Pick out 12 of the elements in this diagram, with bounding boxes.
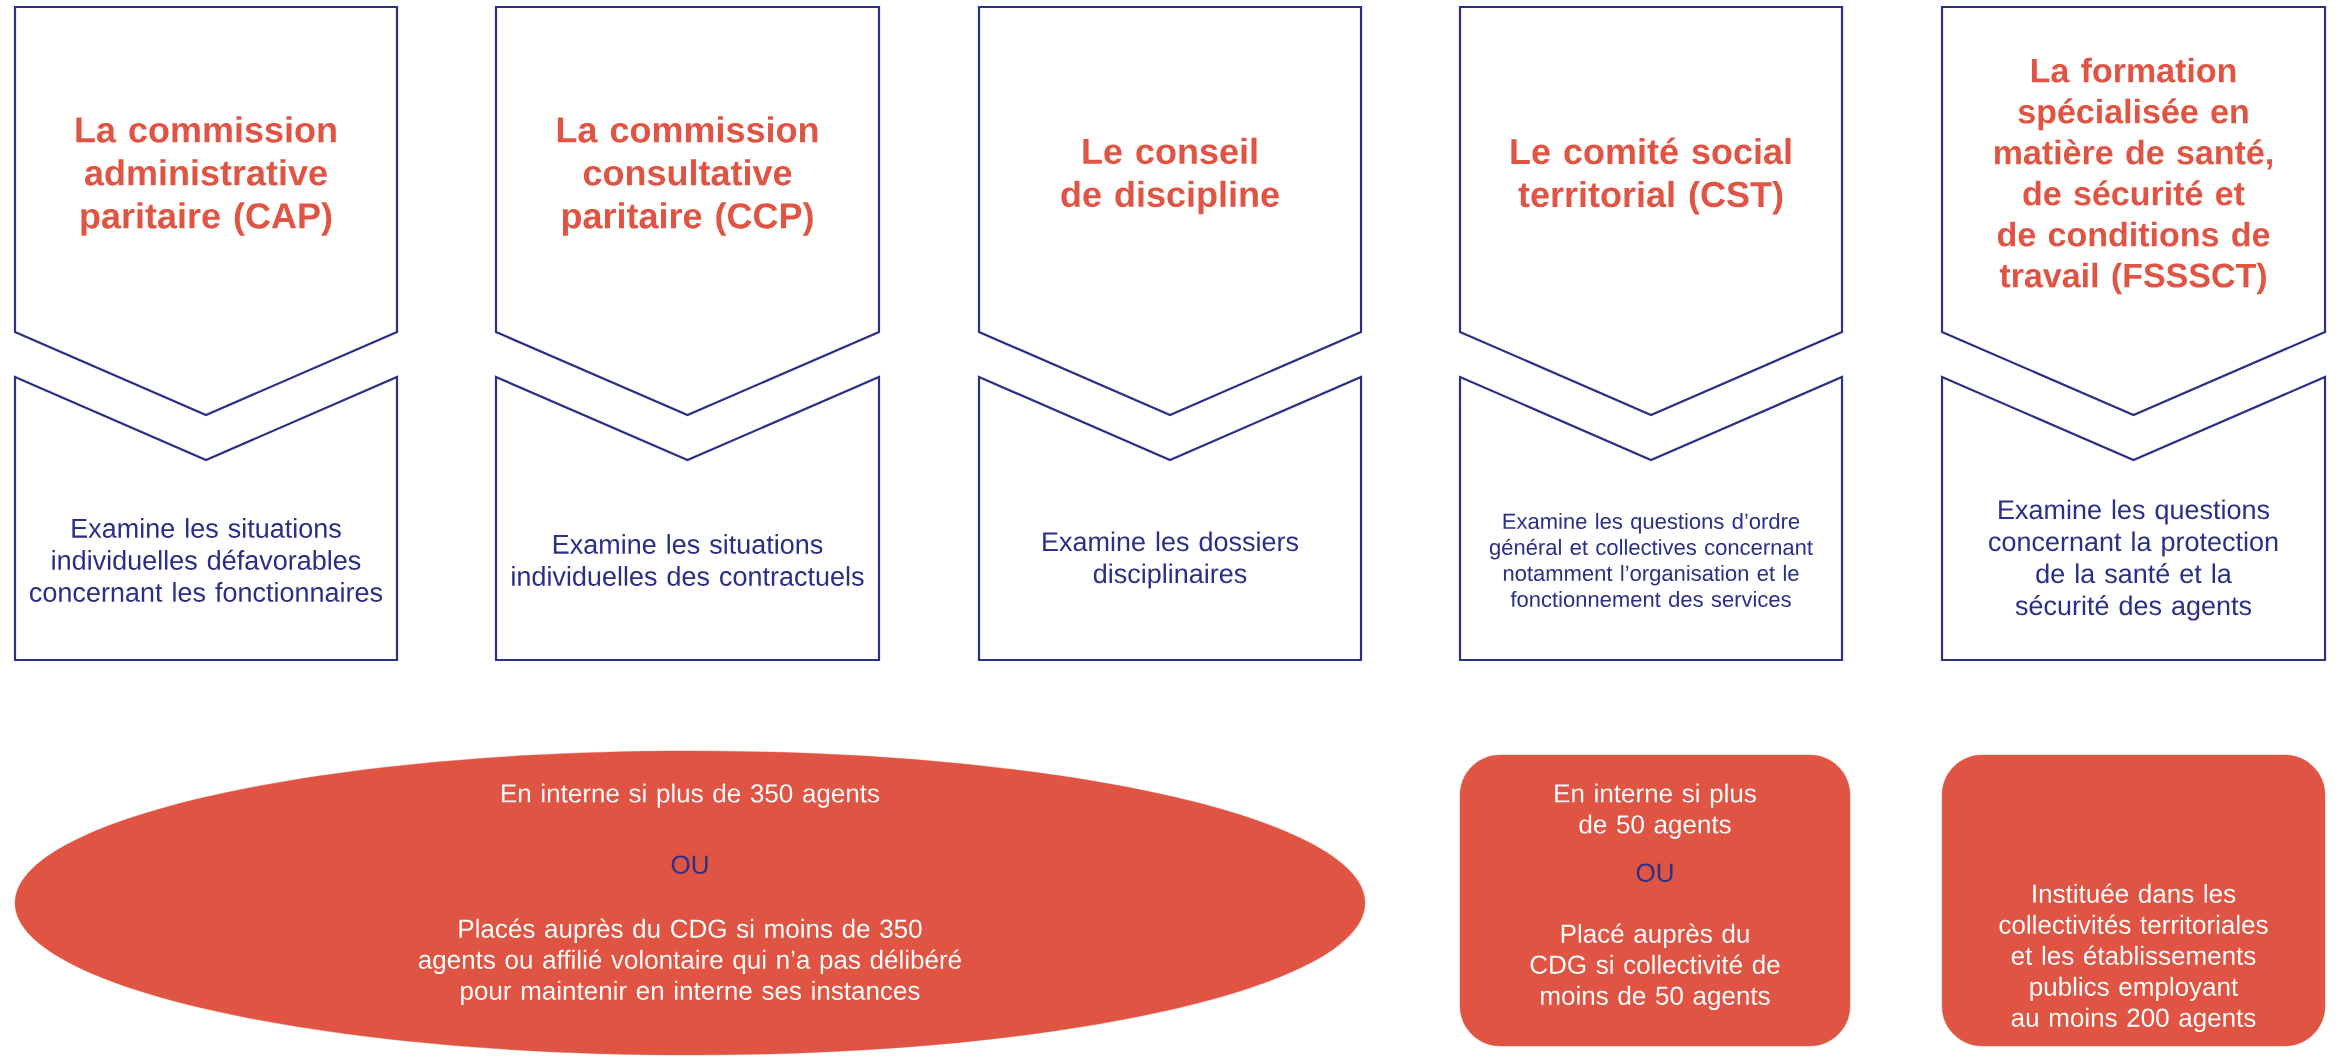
description-box: Examine les questions d’ordre général et collectives concernant notamment l’organisation et le fonctionnement des services [1458, 375, 1844, 662]
chevron-box: Le conseil de discipline [977, 5, 1363, 417]
rounded-box: Instituée dans les collectivités territoriales et les établissements publics employant au moins 200 agents [1941, 754, 2326, 1047]
description-box: Examine les situations individuelles défavorables concernant les fonctionnaires [13, 375, 399, 662]
description-box: Examine les questions concernant la protection de la santé et la sécurité des agents [1940, 375, 2327, 662]
chevron-box: La formation spécialisée en matière de santé, de sécurité et de conditions de travail (FSSSCT) [1940, 5, 2327, 417]
description-box: Examine les situations individuelles des contractuels [494, 375, 881, 662]
rounded-box: En interne si plus de 50 agents OU Placé auprès du CDG si collectivité de moins de 50 agents [1459, 754, 1851, 1047]
description-box: Examine les dossiers disciplinaires [977, 375, 1363, 662]
chevron-box: La commission consultative paritaire (CCP) [494, 5, 881, 417]
chevron-box: Le comité social territorial (CST) [1458, 5, 1844, 417]
chevron-box: La commission administrative paritaire (CAP) [13, 5, 399, 417]
